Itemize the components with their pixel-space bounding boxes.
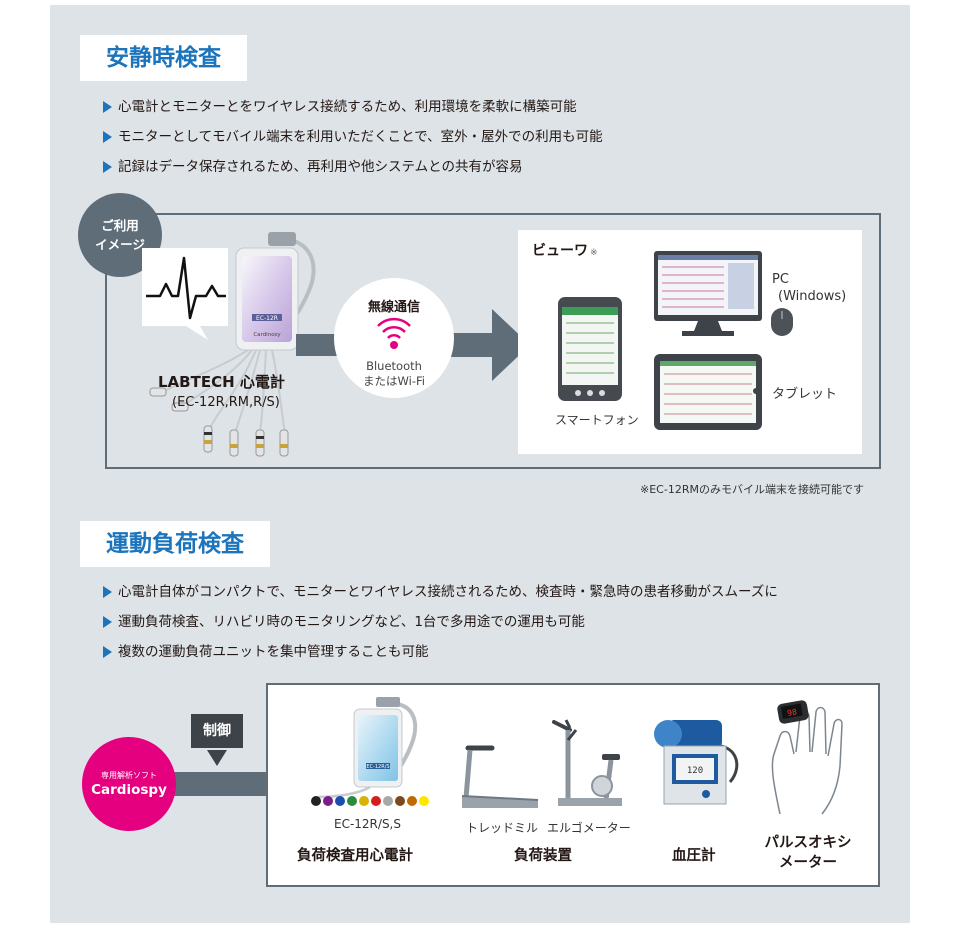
control-connector: [168, 772, 270, 796]
exercise-device-caption: EC-12R/S,S: [334, 817, 401, 831]
control-label: 制御: [191, 714, 243, 748]
list-item: モニターとしてモバイル端末を利用いただくことで、室外・屋外での利用も可能: [103, 122, 603, 152]
bp-title: 血圧計: [672, 848, 716, 864]
labtech-ecg-device-icon: EC-12R Cardinosy: [149, 232, 316, 457]
ergometer-icon: [552, 719, 622, 806]
viewer-title: ビューワ※: [532, 243, 598, 259]
list-item: 心電計とモニターとをワイヤレス接続するため、利用環境を柔軟に構築可能: [103, 92, 603, 122]
pulse-oximeter-icon: 98: [771, 700, 843, 815]
exercise-device-title: 負荷検査用心電計: [297, 848, 413, 864]
triangle-bullet-icon: [103, 586, 112, 598]
exercise-ecg-device-icon: EC-12R/S: [311, 697, 429, 806]
blood-pressure-monitor-icon: 120: [654, 720, 739, 805]
connector-bar: [296, 334, 344, 356]
usage-image-badge: ご利用 イメージ: [78, 193, 162, 277]
oximeter-title: パルスオキシ メーター: [764, 835, 852, 871]
mouse-icon: [771, 308, 793, 336]
triangle-bullet-icon: [103, 161, 112, 173]
load-device-title: 負荷装置: [514, 848, 572, 864]
device-models: (EC-12R,RM,R/S): [172, 395, 280, 410]
tablet-label: タブレット: [772, 387, 838, 402]
smartphone-label: スマートフォン: [555, 413, 639, 427]
device-model-text: EC-12R: [256, 315, 278, 322]
wireless-title: 無線通信: [367, 300, 420, 315]
device-name: LABTECH 心電計: [158, 373, 285, 391]
wireless-circle: [334, 278, 454, 398]
section-title-rest: 安静時検査: [80, 35, 247, 81]
bp-screen-value: 120: [687, 766, 703, 776]
treadmill-icon: [461, 745, 539, 808]
triangle-bullet-icon: [103, 616, 112, 628]
list-item: 運動負荷検査、リハビリ時のモニタリングなど、1台で多用途での運用も可能: [103, 607, 778, 637]
cardiospy-software-badge: 専用解析ソフト Cardiospy: [82, 737, 176, 831]
list-item: 複数の運動負荷ユニットを集中管理することも可能: [103, 637, 778, 667]
rest-feature-list: 心電計とモニターとをワイヤレス接続するため、利用環境を柔軟に構築可能 モニターと…: [103, 92, 603, 182]
usage-image-frame: [105, 213, 881, 469]
arrow-down-icon: [207, 750, 227, 766]
pc-label: PC (Windows): [772, 272, 847, 304]
smartphone-icon: [558, 297, 622, 401]
wireless-protocols: Bluetooth またはWi-Fi: [363, 359, 425, 388]
treadmill-label: トレッドミル: [466, 821, 539, 835]
ergometer-label: エルゴメーター: [547, 821, 631, 835]
triangle-bullet-icon: [103, 131, 112, 143]
tablet-home-button: [753, 388, 759, 394]
oximeter-display-value: 98: [787, 707, 798, 718]
tablet-icon: [654, 354, 762, 430]
ecg-waveform-icon: [142, 248, 228, 340]
pc-monitor-icon: [654, 251, 762, 336]
triangle-bullet-icon: [103, 101, 112, 113]
wifi-icon: [377, 317, 411, 349]
arrow-right-icon: [430, 309, 530, 381]
exercise-device-model-text: EC-12R/S: [366, 764, 389, 770]
exercise-feature-list: 心電計自体がコンパクトで、モニターとワイヤレス接続されるため、検査時・緊急時の患…: [103, 577, 778, 667]
device-brand-text: Cardinosy: [253, 332, 281, 338]
triangle-bullet-icon: [103, 646, 112, 658]
footnote: ※EC-12RMのみモバイル端末を接続可能です: [640, 483, 864, 496]
section-title-exercise: 運動負荷検査: [80, 521, 270, 567]
list-item: 記録はデータ保存されるため、再利用や他システムとの共有が容易: [103, 152, 603, 182]
list-item: 心電計自体がコンパクトで、モニターとワイヤレス接続されるため、検査時・緊急時の患…: [103, 577, 778, 607]
